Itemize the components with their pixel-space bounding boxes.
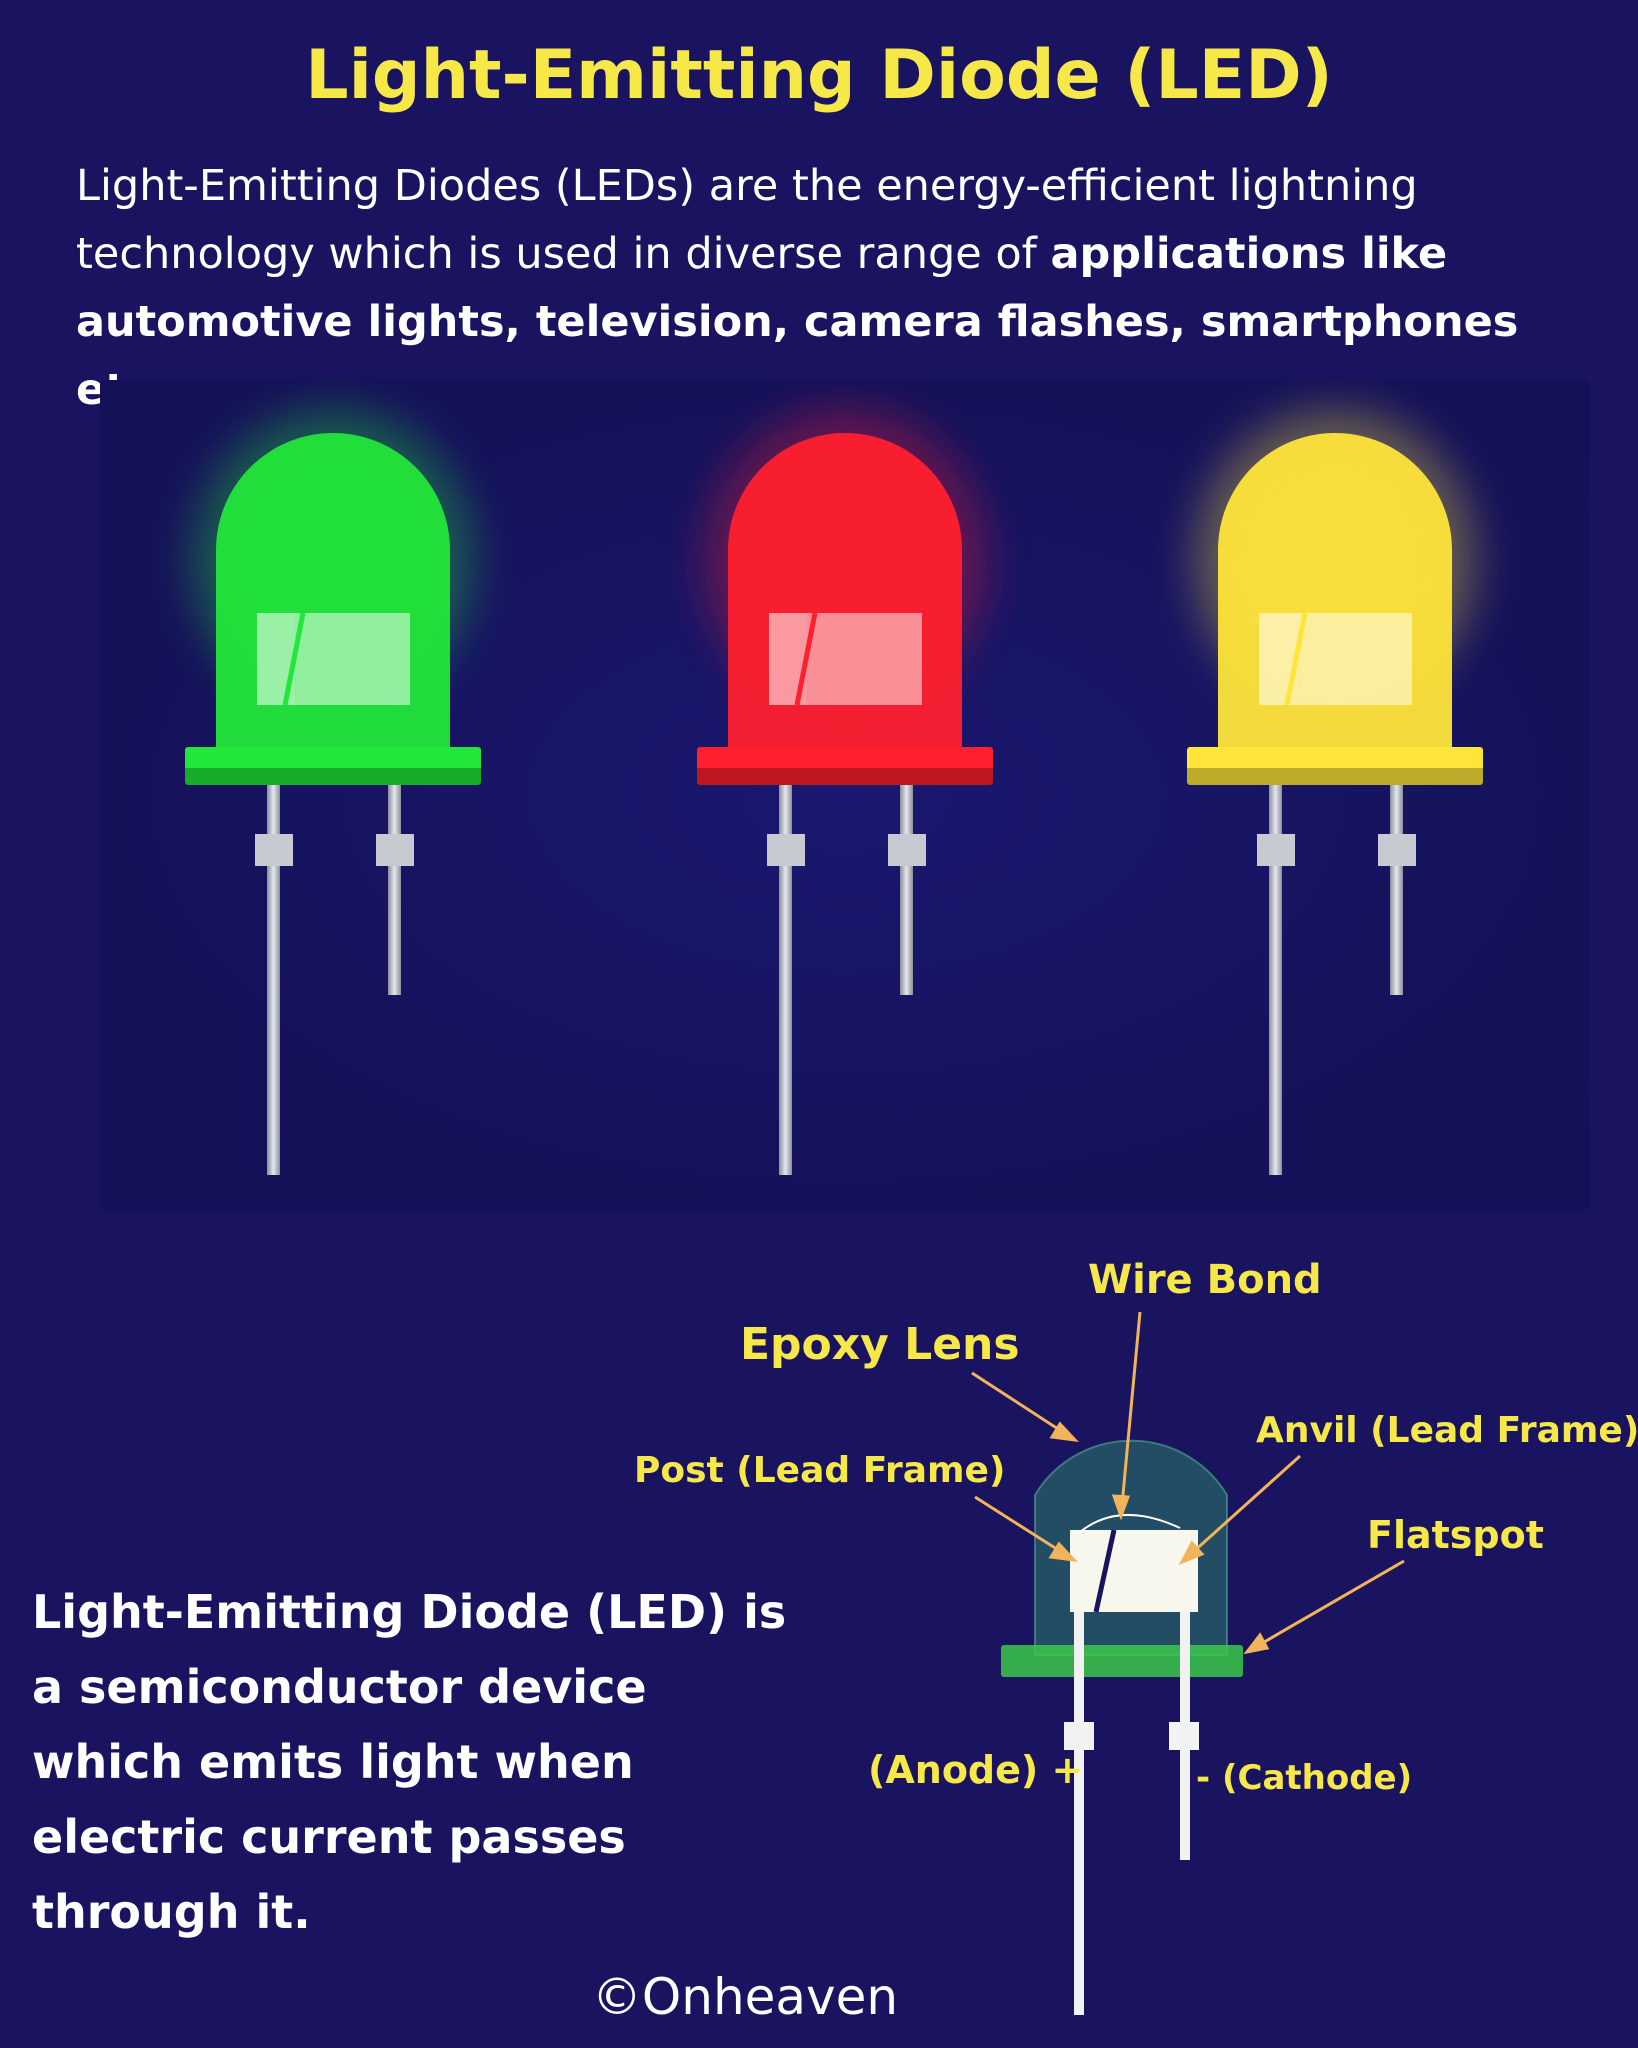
led-long-lead xyxy=(267,785,280,1175)
cathode-label: - (Cathode) xyxy=(1196,1758,1413,1798)
anode-lead-kink xyxy=(1064,1722,1094,1750)
intro-paragraph: Light-Emitting Diodes (LEDs) are the ene… xyxy=(76,152,1576,424)
wire-bond-shape xyxy=(1079,1513,1181,1533)
led-yellow xyxy=(1187,410,1483,1175)
led-anatomy-svg xyxy=(971,1311,1405,2015)
led-flange-shadow xyxy=(697,768,993,785)
anode-lead xyxy=(1074,1605,1084,2015)
page-title: Light-Emitting Diode (LED) xyxy=(305,36,1333,115)
led-flange xyxy=(1187,747,1483,785)
led-flange xyxy=(697,747,993,785)
led-long-lead-kink xyxy=(255,834,293,866)
led-short-lead-kink xyxy=(1378,834,1416,866)
epoxy-lens-label: Epoxy Lens xyxy=(740,1319,1020,1370)
anvil-block xyxy=(1118,1530,1198,1612)
led-anvil-block xyxy=(1297,613,1412,705)
annotation-arrows xyxy=(971,1311,1405,1655)
led-definition: Light-Emitting Diode (LED) is a semicond… xyxy=(32,1585,787,1939)
led-short-lead xyxy=(1390,785,1403,995)
wire-bond-label: Wire Bond xyxy=(1088,1257,1322,1303)
chip-divider xyxy=(1093,1529,1117,1613)
copyright-notice: ©Onheaven xyxy=(591,1968,899,2026)
led-red xyxy=(697,410,993,1175)
anvil-label: Anvil (Lead Frame) xyxy=(1256,1410,1638,1451)
post-label: Post (Lead Frame) xyxy=(634,1450,1006,1491)
led-green xyxy=(185,410,481,1175)
flatspot-label: Flatspot xyxy=(1367,1513,1544,1557)
led-long-lead xyxy=(779,785,792,1175)
led-flange-shadow xyxy=(1187,768,1483,785)
anode-label: (Anode) + xyxy=(868,1748,1084,1792)
led-short-lead xyxy=(900,785,913,995)
intro-plain-text: Light-Emitting Diodes (LEDs) are the ene… xyxy=(76,161,1418,279)
led-chip-divider xyxy=(794,612,818,706)
led-short-lead xyxy=(388,785,401,995)
led-short-lead-kink xyxy=(888,834,926,866)
led-flange-shape xyxy=(1001,1645,1243,1677)
led-long-lead xyxy=(1269,785,1282,1175)
led-short-lead-kink xyxy=(376,834,414,866)
led-long-lead-kink xyxy=(767,834,805,866)
led-chip-divider xyxy=(282,612,306,706)
led-anatomy-diagram: Wire Bond Epoxy Lens Anvil (Lead Frame) … xyxy=(0,1220,1638,2048)
led-anvil-block xyxy=(295,613,410,705)
led-flange xyxy=(185,747,481,785)
led-photo xyxy=(100,380,1590,1210)
led-photo-svg xyxy=(185,410,1483,1175)
cathode-lead-kink xyxy=(1169,1722,1199,1750)
led-flange-shadow xyxy=(185,768,481,785)
led-long-lead-kink xyxy=(1257,834,1295,866)
led-chip-divider xyxy=(1284,612,1308,706)
led-anvil-block xyxy=(807,613,922,705)
